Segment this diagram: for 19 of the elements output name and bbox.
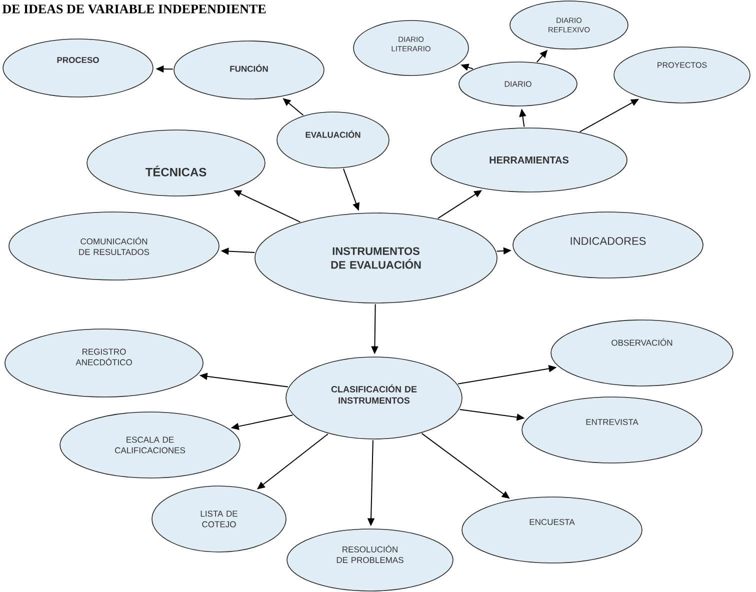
ellipse-node: PROCESO xyxy=(2,38,154,98)
ellipse-node: OBSERVACIÓN xyxy=(550,320,734,386)
ellipse-node: REGISTRO ANECDÓTICO xyxy=(4,328,204,398)
ellipse-node: ENCUESTA xyxy=(462,496,642,564)
ellipse-node: ENTREVISTA xyxy=(522,396,702,464)
ellipse-node: PROYECTOS xyxy=(614,46,750,104)
ellipse-node: ESCALA DE CALIFICACIONES xyxy=(60,412,240,478)
ellipse-node: INSTRUMENTOS DE EVALUACIÓN xyxy=(254,212,498,304)
ellipse-node: EVALUACIÓN xyxy=(276,112,390,168)
ellipse-node: TÉCNICAS xyxy=(86,130,266,196)
ellipse-node: FUNCIÓN xyxy=(174,40,324,100)
ellipse-node: LISTA DE COTEJO xyxy=(152,486,286,552)
ellipse-node: INDICADORES xyxy=(512,212,704,278)
ellipse-node: HERRAMIENTAS xyxy=(430,128,628,192)
ellipse-node: DIARIO xyxy=(458,62,578,106)
ellipse-node: CLASIFICACIÓN DE INSTRUMENTOS xyxy=(286,356,462,440)
title: DE IDEAS DE VARIABLE INDEPENDIENTE xyxy=(2,4,266,14)
ellipse-node: COMUNICACIÓN DE RESULTADOS xyxy=(8,212,220,280)
ellipse-node: RESOLUCIÓN DE PROBLEMAS xyxy=(286,528,454,592)
